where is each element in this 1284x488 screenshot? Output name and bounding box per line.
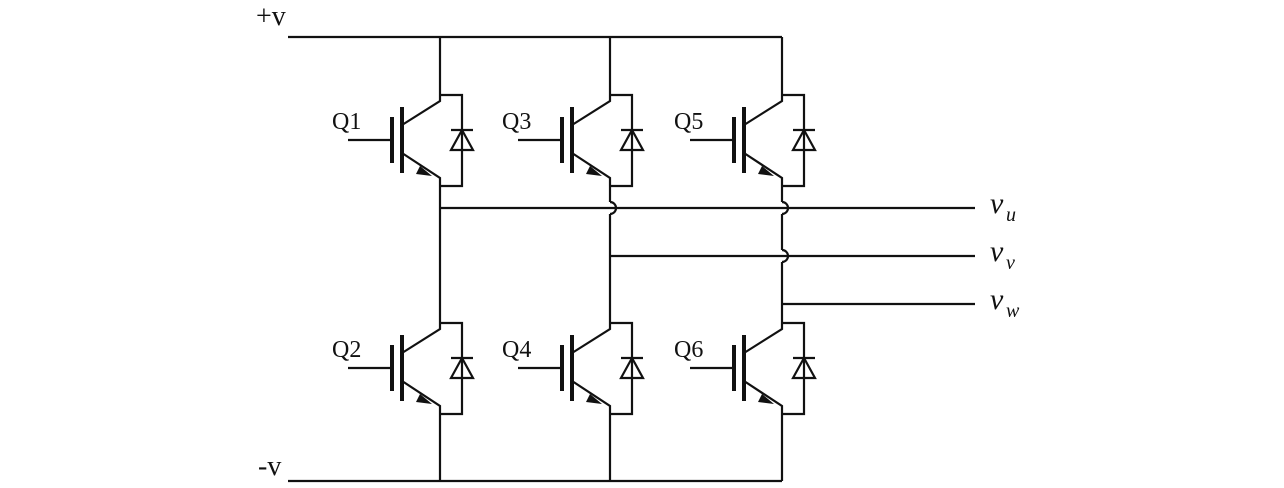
output-label-u: v u: [990, 187, 1016, 226]
diode-branch: [440, 321, 464, 416]
collector-lead: [401, 323, 442, 354]
transistor-q5: Q5: [674, 93, 817, 188]
negative-rail: -v: [258, 451, 782, 483]
emitter-arrow: [586, 394, 602, 404]
output-label-w-main: v: [990, 283, 1004, 316]
collector-lead: [571, 95, 612, 126]
output-label-w: v w: [990, 283, 1020, 322]
emitter-lead: [571, 152, 612, 186]
diode-symbol: [791, 127, 817, 152]
emitter-arrow: [758, 166, 774, 176]
output-label-w-sub: w: [1006, 300, 1020, 322]
emitter-arrow: [758, 394, 774, 404]
emitter-arrow: [586, 166, 602, 176]
output-label-u-sub: u: [1006, 204, 1016, 226]
emitter-arrow: [416, 394, 432, 404]
collector-lead: [571, 323, 612, 354]
collector-lead: [743, 323, 784, 354]
transistor-label: Q1: [332, 109, 361, 135]
diode-branch: [440, 93, 464, 188]
output-label-v: v v: [990, 235, 1015, 274]
output-label-v-main: v: [990, 235, 1004, 268]
diode-symbol: [449, 355, 475, 380]
diode-symbol: [619, 127, 645, 152]
emitter-lead: [401, 152, 442, 186]
transistor-label: Q6: [674, 337, 703, 363]
output-label-u-main: v: [990, 187, 1004, 220]
transistor-label: Q5: [674, 109, 703, 135]
transistor-q4: Q4: [502, 321, 645, 416]
transistor-q3: Q3: [502, 93, 645, 188]
transistor-q2: Q2: [332, 321, 475, 416]
negative-rail-label: -v: [258, 451, 281, 482]
output-label-v-sub: v: [1006, 252, 1015, 274]
diode-branch: [610, 93, 634, 188]
emitter-lead: [401, 380, 442, 414]
transistor-q1: Q1: [332, 93, 475, 188]
emitter-lead: [743, 380, 784, 414]
diode-symbol: [619, 355, 645, 380]
diode-symbol: [791, 355, 817, 380]
positive-rail: +v: [256, 1, 782, 39]
collector-lead: [743, 95, 784, 126]
emitter-lead: [571, 380, 612, 414]
transistor-q6: Q6: [674, 321, 817, 416]
diode-branch: [782, 321, 806, 416]
transistor-label: Q4: [502, 337, 531, 363]
transistor-label: Q3: [502, 109, 531, 135]
collector-lead: [401, 95, 442, 126]
emitter-arrow: [416, 166, 432, 176]
transistor-label: Q2: [332, 337, 361, 363]
output-lines: [440, 206, 975, 306]
positive-rail-label: +v: [256, 1, 286, 32]
diode-branch: [610, 321, 634, 416]
emitter-lead: [743, 152, 784, 186]
diode-branch: [782, 93, 806, 188]
diode-symbol: [449, 127, 475, 152]
